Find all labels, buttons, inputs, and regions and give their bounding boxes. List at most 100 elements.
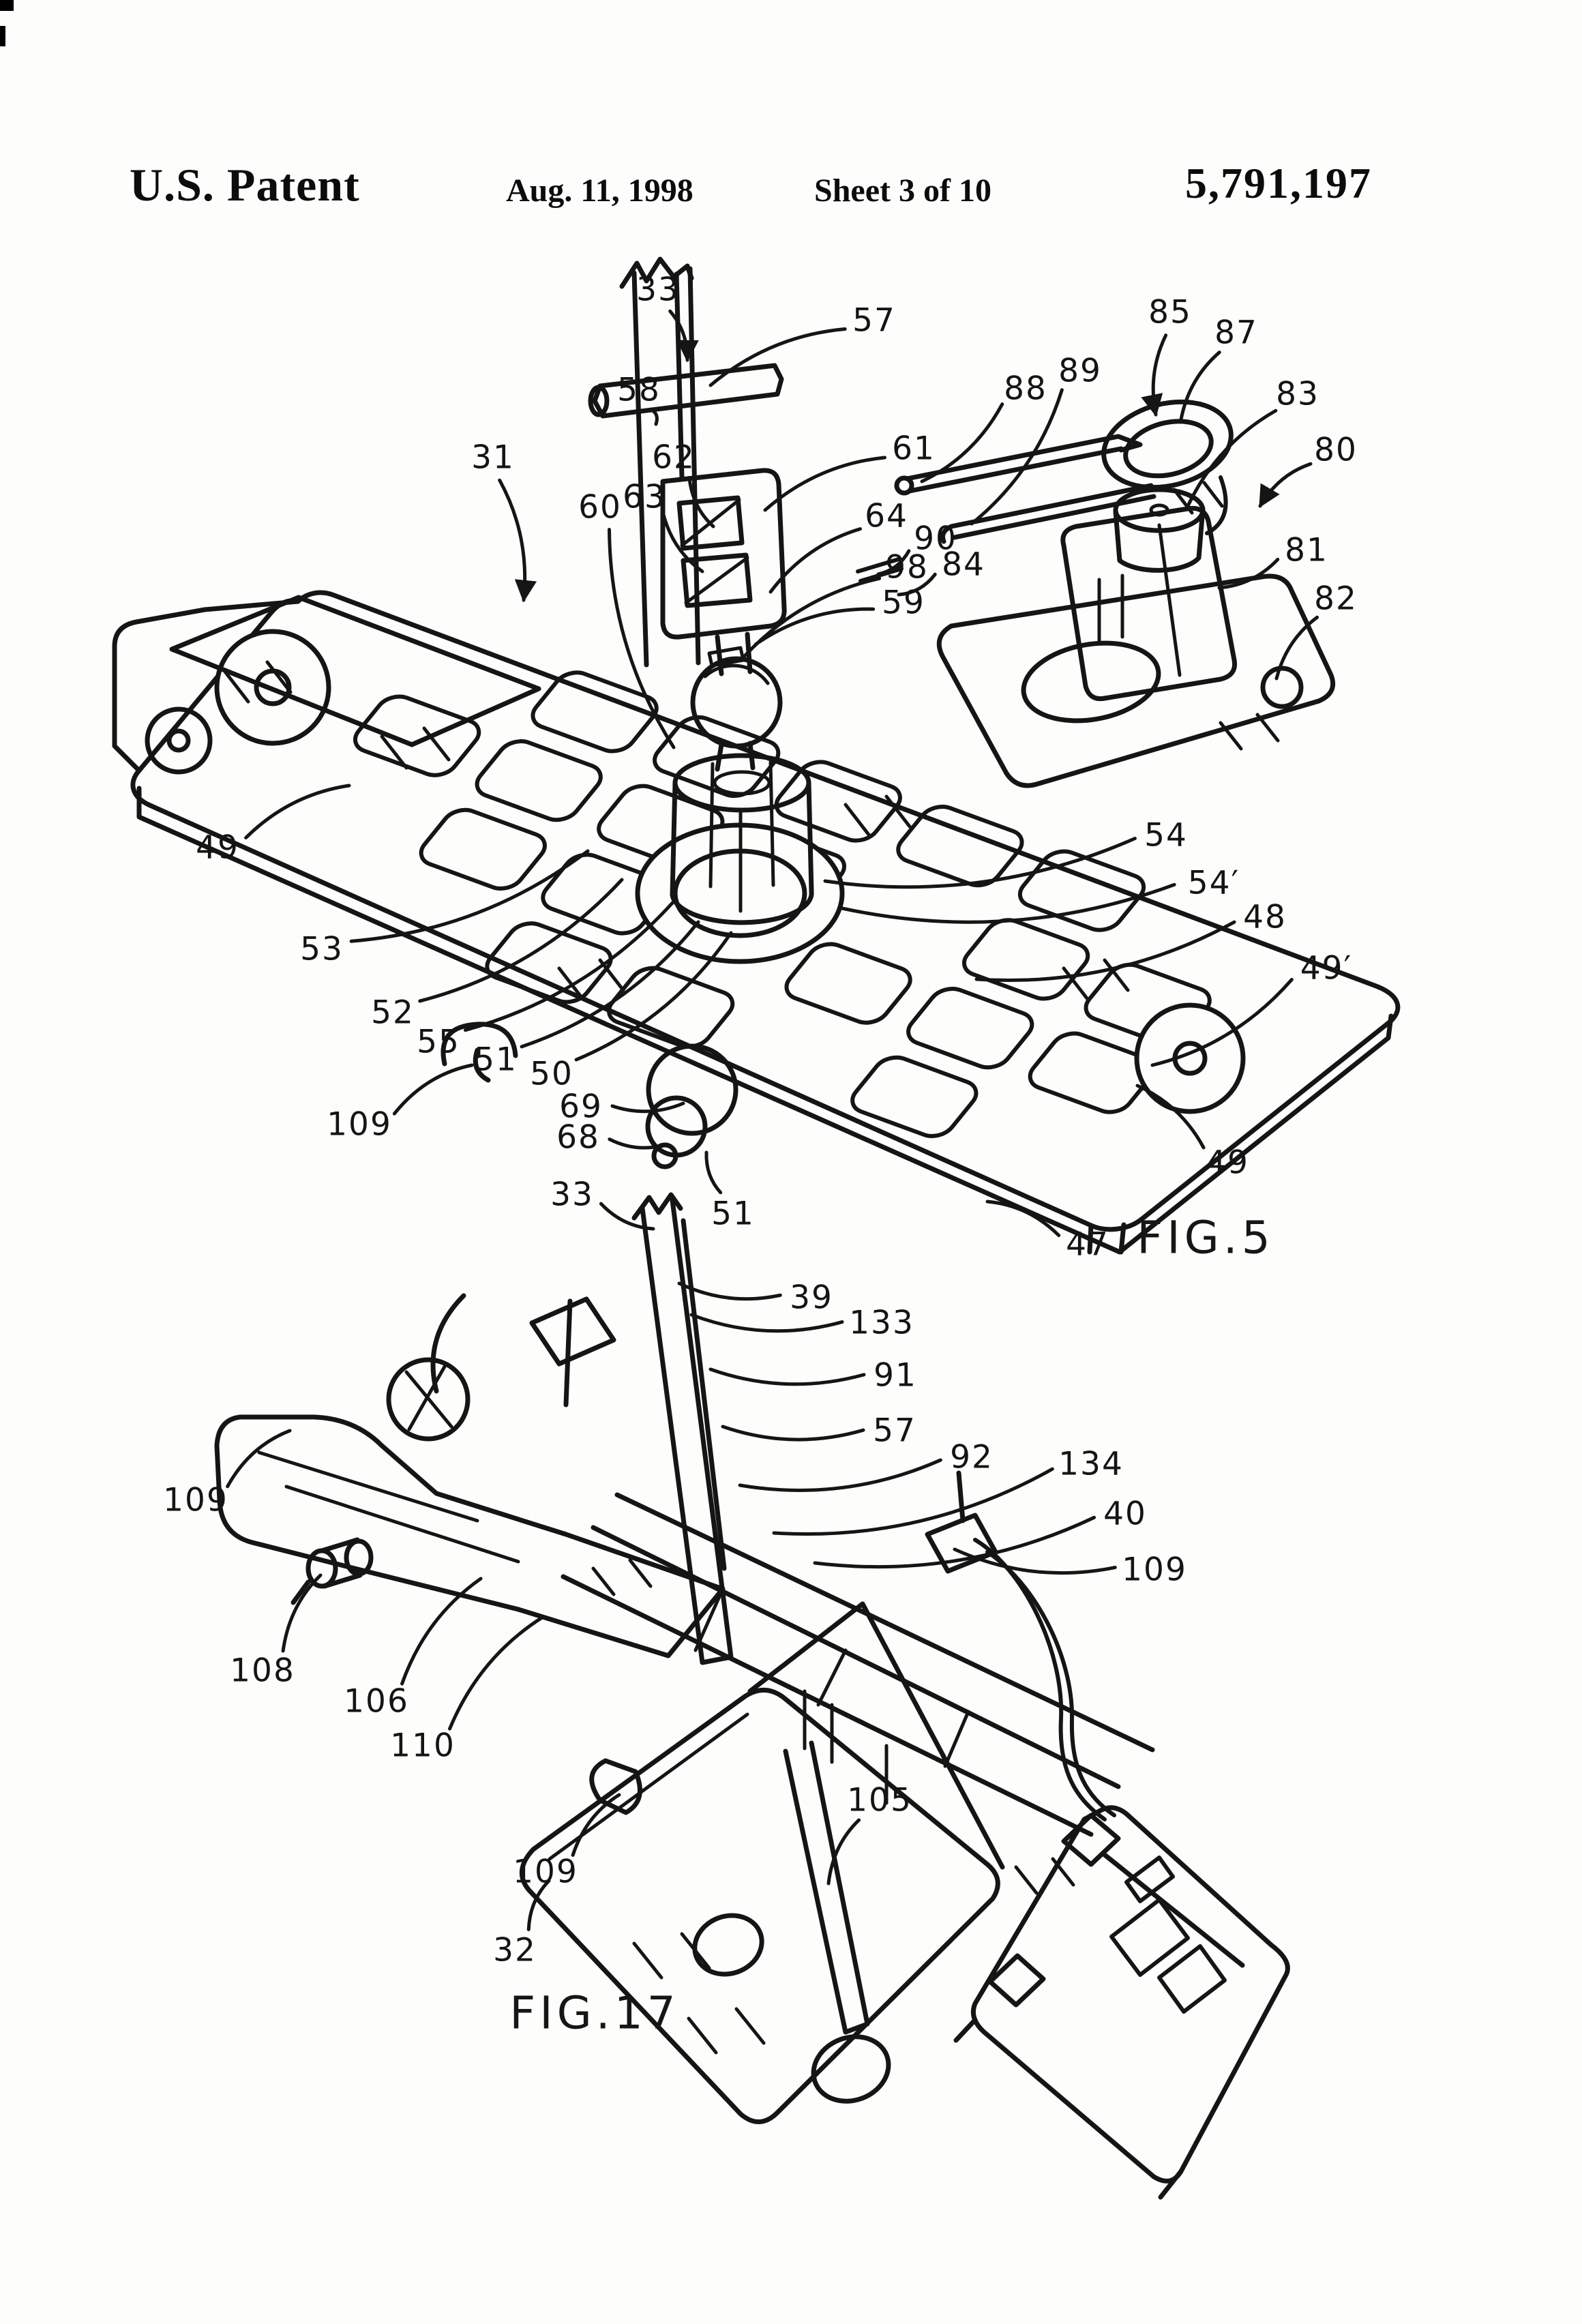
leader-line-106 — [400, 1577, 483, 1686]
leader-line-55 — [463, 899, 676, 1032]
leader-line-51 — [704, 1150, 723, 1195]
part-label-58: 58 — [617, 371, 661, 409]
part-label-110: 110 — [390, 1727, 456, 1765]
part-label-49: 49 — [196, 829, 239, 867]
part-label-88: 88 — [1004, 370, 1047, 408]
leader-line-89 — [970, 388, 1064, 526]
leader-line-81 — [1217, 557, 1280, 590]
part-label-51: 51 — [711, 1195, 755, 1233]
leader-line-69 — [610, 1101, 685, 1114]
part-label-85: 85 — [1148, 293, 1192, 331]
figure-caption-fig5: FIG.5 — [1137, 1211, 1274, 1264]
leader-line-64 — [768, 527, 862, 594]
part-label-109: 109 — [513, 1853, 578, 1891]
leader-line-52 — [418, 878, 624, 1003]
part-label-109: 109 — [1122, 1551, 1187, 1589]
leader-lines — [226, 309, 1319, 1931]
part-label-69: 69 — [559, 1088, 603, 1126]
part-label-92: 92 — [950, 1438, 994, 1476]
leader-line-109 — [392, 1063, 474, 1116]
leader-line-59 — [753, 607, 876, 646]
leader-line-54-prime — [840, 882, 1176, 924]
leader-line-84 — [897, 572, 937, 597]
publication-title: U.S. Patent — [130, 159, 360, 211]
part-label-108: 108 — [230, 1652, 295, 1690]
part-label-109: 109 — [327, 1105, 392, 1144]
leader-line-82 — [1274, 615, 1319, 681]
part-label-40: 40 — [1103, 1495, 1147, 1533]
leader-line-54 — [823, 837, 1137, 889]
leader-line-134 — [772, 1467, 1054, 1536]
leader-line-91 — [708, 1367, 866, 1386]
leader-line-80 — [1258, 462, 1313, 508]
part-label-52: 52 — [371, 994, 415, 1032]
leader-line-51 — [520, 920, 700, 1049]
part-label-63: 63 — [623, 478, 666, 516]
leader-line-108 — [281, 1573, 323, 1653]
publication-date: Aug. 11, 1998 — [506, 173, 693, 209]
part-label-81: 81 — [1285, 531, 1328, 569]
part-label-60: 60 — [578, 488, 622, 526]
part-label-59: 59 — [882, 584, 925, 622]
leader-line-33 — [599, 1202, 655, 1231]
part-label-68: 68 — [556, 1118, 600, 1157]
leader-line-31 — [498, 478, 537, 603]
sheet-number: Sheet 3 of 10 — [814, 173, 991, 209]
part-label-87: 87 — [1214, 314, 1258, 352]
leader-line-49-prime — [1150, 978, 1294, 1067]
leader-line-57 — [721, 1425, 865, 1442]
part-label-55: 55 — [417, 1023, 460, 1061]
fig17-art — [214, 1192, 1290, 2200]
leader-line-40 — [813, 1515, 1096, 1569]
part-label-47: 47 — [1066, 1225, 1109, 1264]
part-label-31: 31 — [471, 438, 515, 477]
leader-line-58 — [651, 408, 659, 426]
leader-line-39 — [677, 1281, 782, 1301]
leader-line-61 — [763, 456, 886, 512]
leader-line-105 — [826, 1818, 861, 1886]
leader-line-47 — [985, 1200, 1061, 1238]
part-label-98: 98 — [885, 548, 929, 586]
part-label-49-prime: 49′ — [1300, 949, 1353, 987]
part-label-106: 106 — [344, 1682, 409, 1720]
leader-line-85 — [1141, 333, 1168, 417]
leader-line-90 — [876, 549, 911, 576]
part-label-90: 90 — [914, 520, 957, 558]
leader-line-68 — [608, 1137, 669, 1150]
part-label-54: 54 — [1144, 816, 1188, 854]
part-label-39: 39 — [790, 1279, 833, 1317]
leader-line-110 — [448, 1615, 544, 1731]
part-label-83: 83 — [1276, 375, 1319, 413]
leader-line-33 — [668, 309, 699, 363]
part-label-91: 91 — [874, 1356, 917, 1395]
part-label-105: 105 — [847, 1781, 912, 1819]
leader-line-49 — [244, 784, 351, 839]
part-label-57: 57 — [873, 1412, 916, 1450]
part-label-133: 133 — [849, 1304, 914, 1342]
leader-line-109 — [953, 1547, 1117, 1575]
scan-artifact — [0, 0, 14, 11]
leader-line-48 — [974, 920, 1236, 983]
leader-line-88 — [920, 402, 1004, 483]
part-label-49: 49 — [1206, 1144, 1249, 1182]
part-label-48: 48 — [1243, 898, 1287, 936]
leader-line-83 — [1186, 408, 1278, 508]
leader-line-92 — [738, 1458, 942, 1492]
leader-line-62 — [687, 475, 715, 528]
scan-artifact — [0, 26, 5, 46]
part-label-62: 62 — [652, 438, 696, 477]
leader-line-109 — [226, 1429, 292, 1489]
leader-line-60 — [607, 528, 676, 749]
leader-line-109 — [571, 1793, 621, 1857]
part-label-53: 53 — [300, 930, 344, 968]
part-label-32: 32 — [493, 1931, 537, 1969]
fig5-art — [112, 256, 1401, 1255]
part-label-80: 80 — [1314, 431, 1358, 469]
part-label-50: 50 — [530, 1055, 573, 1093]
leader-line-57 — [708, 327, 847, 387]
part-label-61: 61 — [892, 430, 936, 468]
part-label-57: 57 — [852, 301, 896, 340]
leader-line-53 — [349, 849, 590, 943]
part-label-89: 89 — [1058, 352, 1102, 390]
